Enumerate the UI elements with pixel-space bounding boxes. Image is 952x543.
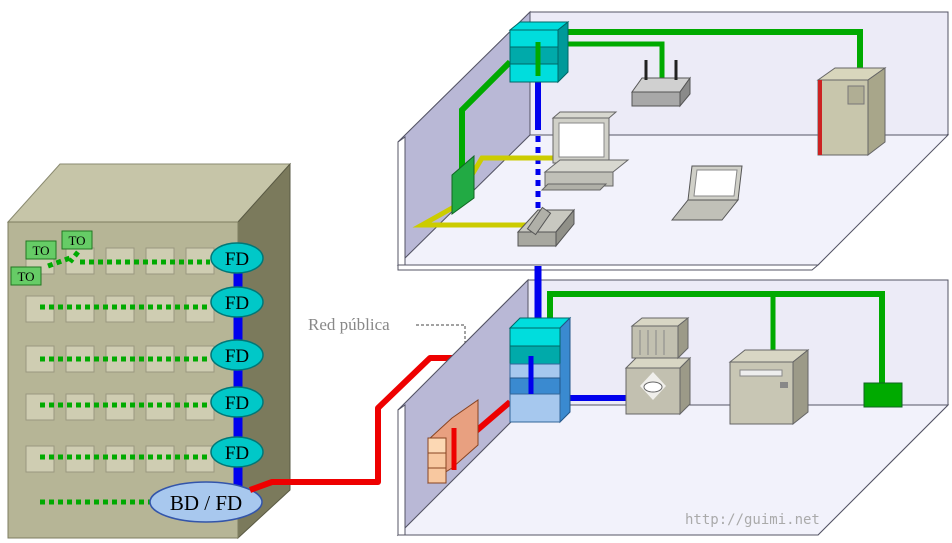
fd-node: FD [210,339,264,371]
to-label: TO [17,269,34,284]
mainframe-icon [630,316,690,360]
fd-label: FD [225,393,249,414]
bd-fd-node: BD / FD [149,481,263,523]
pbx-icon [624,356,692,416]
building-window [185,445,215,473]
laptop-icon [670,165,743,221]
wall-outlet-icon [451,154,475,215]
to-outlet: TO [25,240,57,260]
building-window [185,295,215,323]
watermark: http://guimi.net [685,512,820,528]
public-network-leader [416,324,466,352]
building-window [185,393,215,421]
fd-node: FD [210,386,264,418]
wireless-router-icon [631,60,691,108]
fd-label: FD [225,293,249,314]
firewall-icon [427,399,479,484]
desktop-computer-icon [540,111,630,191]
wall-outlet-icon [863,382,903,408]
server-tower-icon [816,67,887,157]
rack-icon [508,20,570,84]
patch-panel-icon [508,316,572,424]
building-window [105,345,135,373]
building-window [105,393,135,421]
fd-node: FD [210,242,264,274]
fd-node: FD [210,436,264,468]
to-label: TO [32,243,49,258]
ip-phone-icon [516,206,576,248]
fd-label: FD [225,346,249,367]
horizontal-cables [40,250,210,505]
floor-distributors: FD FD FD FD FD BD / FD [149,242,264,523]
fd-label: FD [225,443,249,464]
building-window [105,295,135,323]
bd-fd-label: BD / FD [170,491,242,515]
to-outlet: TO [10,266,42,286]
building-window [105,445,135,473]
fd-node: FD [210,286,264,318]
building-window [185,345,215,373]
to-label: TO [68,233,85,248]
fd-label: FD [225,249,249,270]
building-window [145,247,175,275]
printer-server-icon [728,348,810,426]
public-network-label: Red pública [308,315,390,334]
to-outlet: TO [61,230,93,250]
telecom-outlets: TO TO TO [10,230,93,286]
